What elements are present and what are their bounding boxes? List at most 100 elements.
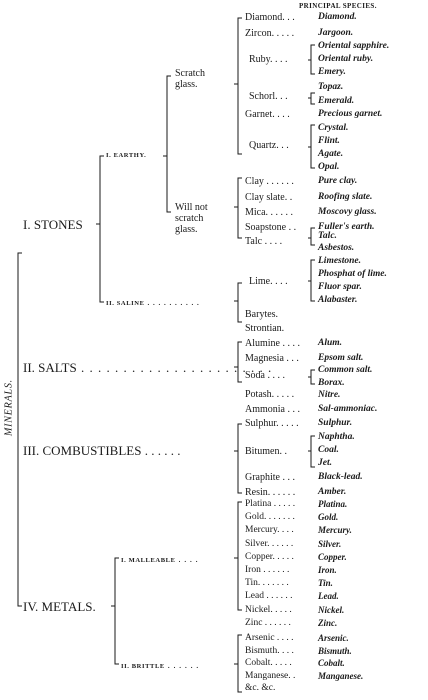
species-crystal: Crystal. xyxy=(318,123,349,133)
order-scratch-line-2: glass. xyxy=(175,79,198,90)
order-scratch: Scratch glass. xyxy=(175,68,205,90)
mineral-manganese: Manganese. . xyxy=(245,670,296,681)
mineral-alumine: Alumine . . . . xyxy=(245,338,300,349)
root-label: MINERALS. xyxy=(3,379,15,436)
species-sal-ammoniac: Sal-ammoniac. xyxy=(318,404,378,414)
division-brittle: II. BRITTLE . . . . . . xyxy=(121,661,199,671)
species-nitre: Nitre. xyxy=(318,390,341,400)
mineral-strontian: Strontian. xyxy=(245,323,285,334)
species-mercury: Mercury. xyxy=(318,525,352,536)
mineral-platina: Platina . . . . . xyxy=(245,499,296,509)
mineral-bitumen: Bitumen. . xyxy=(245,446,287,457)
combustibles-brace xyxy=(234,423,242,494)
root-brace xyxy=(17,252,22,607)
combustibles-leader: . . . . . . xyxy=(141,443,181,458)
species-borax: Borax. xyxy=(318,378,345,388)
species-epsom-salt: Epsom salt. xyxy=(318,353,364,363)
metals-brace xyxy=(111,557,119,665)
class-combustibles: III. COMBUSTIBLES . . . . . . xyxy=(23,444,180,457)
species-platina: Platina. xyxy=(318,499,348,509)
order-not-scratch-line-3: glass. xyxy=(175,224,198,235)
soda-brace xyxy=(308,369,315,385)
division-malleable-label: I. MALLEABLE xyxy=(121,557,176,564)
mineral-diamond: Diamond. . . xyxy=(245,12,295,23)
species-oriental-ruby: Oriental ruby. xyxy=(318,54,374,64)
mineral-garnet: Garnet. . . . xyxy=(245,109,290,120)
species-sulphur: Sulphur. xyxy=(318,418,353,428)
class-combustibles-label: III. COMBUSTIBLES xyxy=(23,443,142,458)
mineral-magnesia: Magnesia . . . xyxy=(245,353,299,364)
ruby-brace xyxy=(308,44,315,75)
mineral-lead: Lead . . . . . . xyxy=(245,591,293,602)
division-malleable: I. MALLEABLE . . . . xyxy=(121,555,198,565)
species-manganese: Manganese. xyxy=(318,670,364,681)
brittle-leader: . . . . . . xyxy=(164,660,200,670)
talc-brace xyxy=(308,227,315,246)
species-alum: Alum. xyxy=(318,338,343,348)
division-saline-label: II. SALINE xyxy=(106,300,145,307)
malleable-brace xyxy=(234,501,242,611)
species-pure-clay: Pure clay. xyxy=(318,176,358,186)
not-scratch-brace xyxy=(234,177,242,239)
mineral-mica: Mica. . . . . . xyxy=(245,207,294,218)
malleable-leader: . . . . xyxy=(175,554,199,564)
lime-brace xyxy=(308,259,315,302)
division-earthy: I. EARTHY. xyxy=(106,152,147,159)
mineral-potash: Potash. . . . . xyxy=(245,389,295,400)
species-limestone: Limestone. xyxy=(318,256,362,266)
mineral-zinc: Zinc . . . . . . xyxy=(245,617,291,628)
mineral-copper: Copper. . . . . xyxy=(245,551,294,562)
mineral-barytes: Barytes. xyxy=(245,309,279,320)
species-phosphat: Phosphat of lime. xyxy=(318,269,387,279)
species-jet: Jet. xyxy=(318,458,332,468)
species-topaz: Topaz. xyxy=(318,82,344,92)
species-black-lead: Black-lead. xyxy=(318,472,363,482)
species-fullers-earth: Fuller's earth. xyxy=(318,222,375,232)
mineral-tin: Tin. . . . . . . xyxy=(245,578,289,589)
species-header: PRINCIPAL SPECIES. xyxy=(299,2,377,10)
mineral-soda: Soda . . . . xyxy=(245,370,285,381)
quartz-brace xyxy=(308,124,315,169)
mineral-schorl: Schorl. . . xyxy=(249,91,288,102)
mineral-sulphur: Sulphur. . . . . xyxy=(245,418,299,429)
mineral-etc: &c. &c. xyxy=(245,683,276,693)
division-saline: II. SALINE . . . . . . . . . . xyxy=(106,298,200,308)
species-diamond: Diamond. xyxy=(318,12,357,22)
species-asbestos: Asbestos. xyxy=(318,243,355,253)
mineral-resin: Resin. . . . . . xyxy=(245,487,296,498)
mineral-iron: Iron . . . . . . xyxy=(245,565,290,575)
species-zinc: Zinc. xyxy=(318,617,338,628)
species-nickel: Nickel. xyxy=(318,604,345,615)
species-flint: Flint. xyxy=(318,136,340,146)
class-metals: IV. METALS. xyxy=(23,599,96,614)
species-amber: Amber. xyxy=(318,487,347,497)
species-silver: Silver. xyxy=(318,538,342,549)
species-precious-garnet: Precious garnet. xyxy=(318,109,383,119)
species-tin: Tin. xyxy=(318,578,333,589)
species-naphtha: Naphtha. xyxy=(318,432,355,442)
salts-leader: . . . . . . . . . . . . . . . . . . . . … xyxy=(76,360,273,375)
mineral-ammonia: Ammonia . . . xyxy=(245,404,300,415)
class-salts: II. SALTS . . . . . . . . . . . . . . . … xyxy=(23,361,272,374)
mineral-cobalt: Cobalt. . . . . xyxy=(245,658,292,668)
bitumen-brace xyxy=(308,435,315,468)
scratch-brace xyxy=(234,17,242,155)
mineral-silver: Silver. . . . . . xyxy=(245,538,294,549)
species-roofing-slate: Roofing slate. xyxy=(318,192,373,202)
salts-brace xyxy=(234,341,242,383)
order-scratch-line-1: Scratch xyxy=(175,68,205,79)
species-emerald: Emerald. xyxy=(318,96,355,106)
mineral-graphite: Graphite . . . xyxy=(245,472,295,483)
species-talc: Talc. xyxy=(318,231,337,241)
order-not-scratch-line-2: scratch xyxy=(175,213,204,224)
schorl-brace xyxy=(308,92,315,105)
stones-brace xyxy=(96,155,104,303)
earthy-brace xyxy=(163,75,171,213)
species-jargoon: Jargoon. xyxy=(318,28,354,38)
species-moscovy-glass: Moscovy glass. xyxy=(318,207,377,217)
species-fluor-spar: Fluor spar. xyxy=(318,282,362,292)
saline-brace xyxy=(234,282,242,323)
species-arsenic: Arsenic. xyxy=(318,633,349,643)
mineral-bismuth: Bismuth. . . . xyxy=(245,645,294,656)
